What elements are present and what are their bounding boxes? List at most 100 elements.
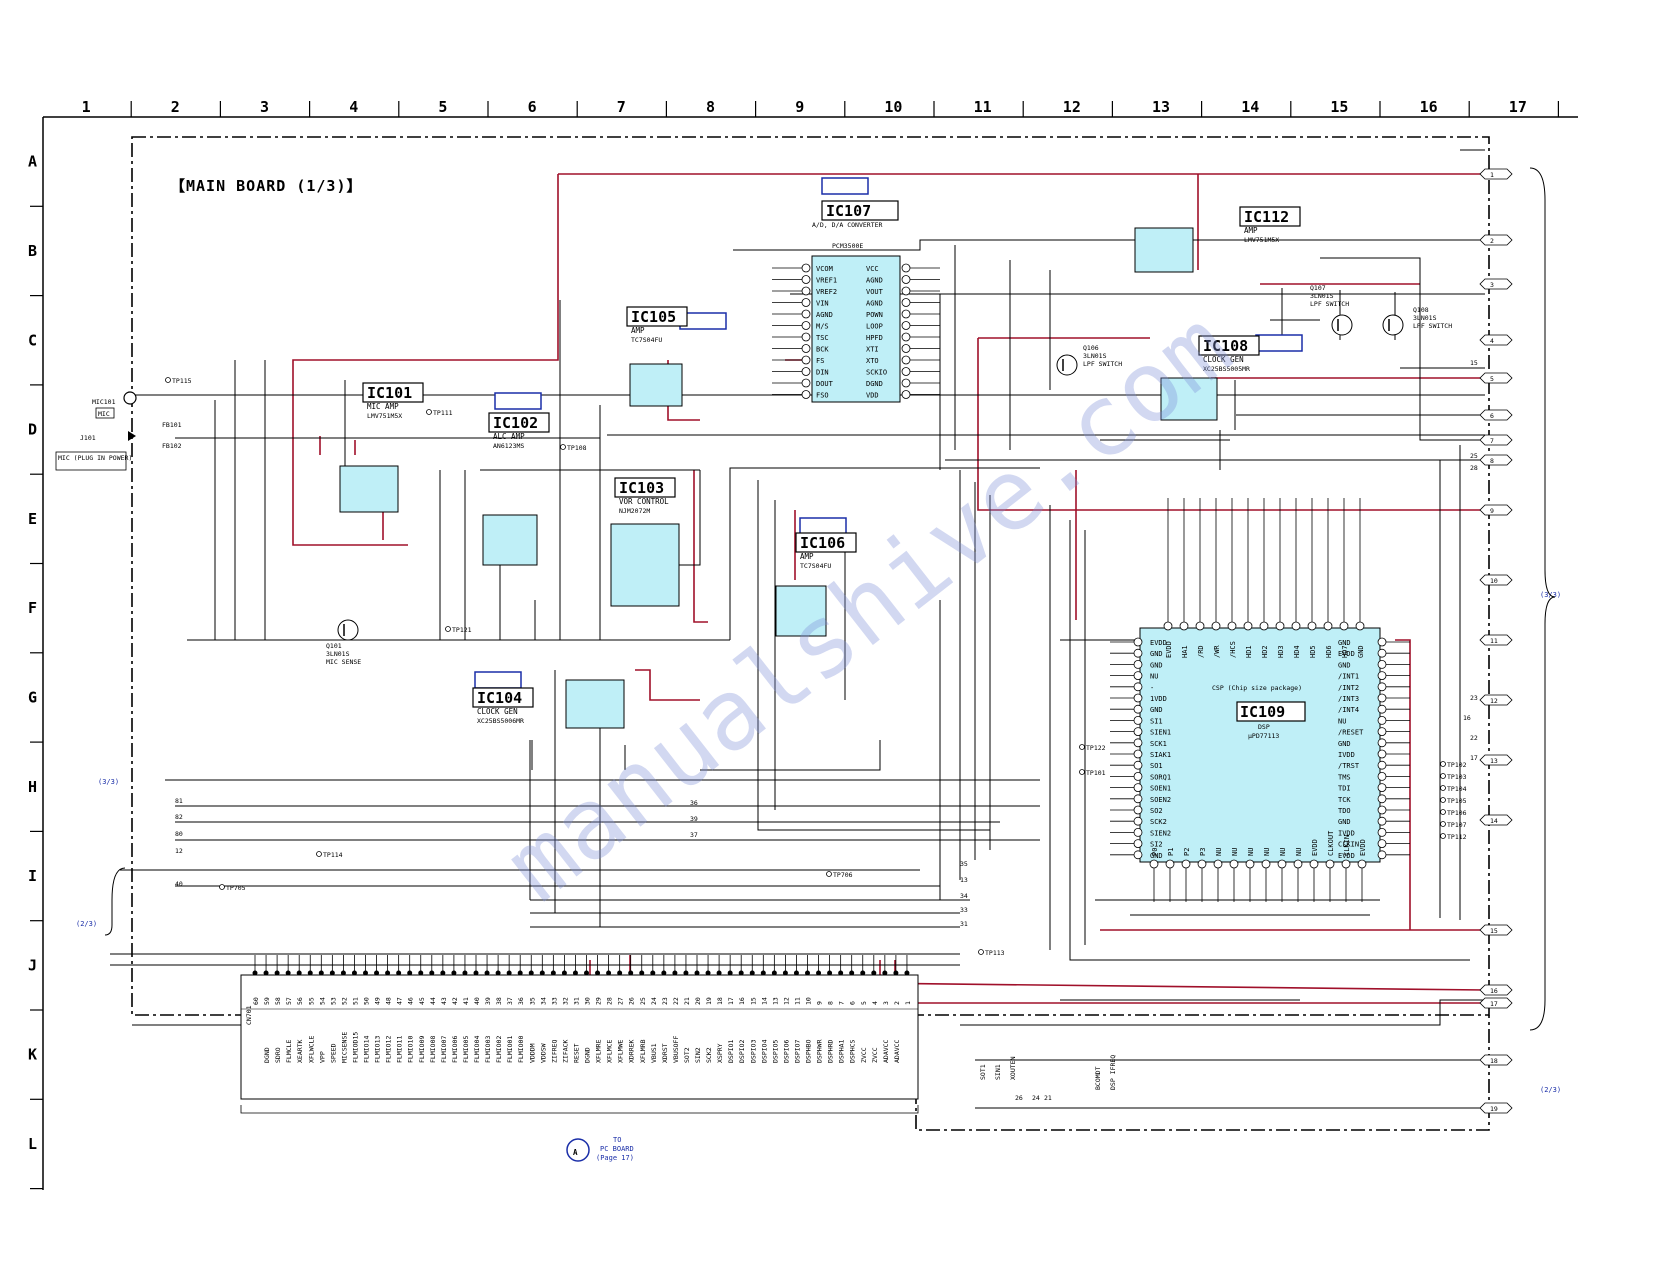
cn701-signal: ADAVCC — [893, 1039, 901, 1063]
off-page-flag — [1479, 694, 1513, 706]
cn701-pin-dot — [760, 970, 766, 976]
cn701-pin-dot — [838, 970, 844, 976]
cn701-pin-dot — [429, 970, 435, 976]
bus-label: 28 — [1470, 464, 1478, 472]
ic-label-box — [795, 532, 857, 553]
ic109-pin-top: EVDD — [1165, 641, 1173, 658]
cn701-pin-dot — [418, 970, 424, 976]
ic109-pin-left: SIAK1 — [1150, 751, 1171, 759]
ic-function-ic104: CLOCK GEN — [477, 707, 518, 716]
ic-function-ic101: MIC AMP — [367, 402, 399, 411]
cn701-signal: XEARTK — [296, 1039, 304, 1063]
ic109-pin-left: SIEN1 — [1150, 729, 1171, 737]
pin-circle — [1307, 621, 1317, 631]
cn701-pin-dot — [550, 970, 556, 976]
cn701-signal: DSPIO7 — [793, 1039, 801, 1063]
j101-tag-box — [55, 451, 127, 471]
cn701-pin-dot — [561, 970, 567, 976]
ic-function-ic108: CLOCK GEN — [1203, 355, 1244, 364]
off-page-flag-number: 1 — [1490, 171, 1494, 179]
mic101-tag-box — [95, 407, 115, 419]
cn701-pin-number: 8 — [827, 1001, 835, 1005]
ic107-pin-left: VREF1 — [816, 277, 837, 285]
cn701-pin-number: 7 — [838, 1001, 846, 1005]
ic109-pin-left: SOEN1 — [1150, 785, 1171, 793]
ic109-pin-left: SI2 — [1150, 841, 1163, 849]
cn701-body — [240, 974, 919, 1100]
board-ref-circle — [566, 1138, 590, 1162]
ic107-pin-left: VIN — [816, 300, 829, 308]
cn701-pin-number: 15 — [749, 997, 757, 1005]
cn701-pin-dot — [606, 970, 612, 976]
cn701-bracket — [240, 1105, 919, 1114]
pin-circle — [1133, 648, 1143, 658]
pin-circle — [1211, 621, 1221, 631]
cn701-pin-number: 6 — [849, 1001, 857, 1005]
row-letter: D — [28, 421, 37, 439]
cn701-pin-dot — [462, 970, 468, 976]
ic109-pin-top: GND — [1357, 645, 1365, 658]
ic107-pin-right: POWN — [866, 311, 883, 319]
ic109-pin-right: TDI — [1338, 785, 1351, 793]
cn701-pin-dot — [738, 970, 744, 976]
ic107-pin-left: AGND — [816, 311, 833, 319]
cn701-pin-number: 2 — [893, 1001, 901, 1005]
pin-circle — [1133, 693, 1143, 703]
cn701-pin-number: 38 — [495, 997, 503, 1005]
pin-circle — [1133, 772, 1143, 781]
cn701-pin-dot — [484, 970, 490, 976]
cn701-pin-dot — [528, 970, 534, 976]
pin-circle — [1377, 727, 1387, 736]
ic-function-ic106: AMP — [800, 552, 814, 561]
cn701-pin-dot — [816, 970, 822, 976]
ic-label-box — [362, 382, 424, 403]
cn701-pin-number: 56 — [296, 997, 304, 1005]
ic109-pin-right: GND — [1338, 639, 1351, 647]
cn701-pin-number: 47 — [396, 997, 404, 1005]
pin-circle — [1133, 749, 1143, 759]
cn701-pin-dot — [672, 970, 678, 976]
cn701-pin-number: 10 — [805, 997, 813, 1005]
pin-circle — [801, 332, 811, 342]
ic-part-ic112: LMV751M5X — [1244, 236, 1279, 244]
pin-circle — [801, 390, 811, 399]
test-point-label: TP101 — [1086, 769, 1106, 777]
cn701-pin-number: 50 — [363, 997, 371, 1005]
cn701-pin-dot — [340, 970, 346, 976]
ic107-pin-left: FS — [816, 357, 824, 365]
ic109-pin-left: SORQ1 — [1150, 773, 1171, 781]
pin-circle — [801, 286, 811, 296]
cn701-pin-number: 57 — [285, 997, 293, 1005]
column-number: 5 — [438, 98, 447, 116]
cn701-pin-number: 49 — [374, 997, 382, 1005]
pin-circle — [901, 309, 911, 319]
transistor-ref: Q106 — [1083, 344, 1099, 352]
off-page-flag — [1479, 234, 1513, 246]
column-number: 11 — [974, 98, 992, 116]
ic-body-ic109 — [1139, 627, 1381, 863]
bus-label: 22 — [1470, 734, 1478, 742]
cn701-pin-number: 43 — [440, 997, 448, 1005]
ic-body-ic104 — [565, 679, 625, 729]
pin-circle — [1133, 727, 1143, 736]
transistor-part: 3LN01S — [1413, 314, 1437, 322]
row-letter: F — [28, 599, 37, 617]
ic109-pin-right: /INT2 — [1338, 684, 1359, 692]
ic109-pin-right: IVDD — [1338, 751, 1355, 759]
bottom-signal-label: DSP IFREQ — [1109, 1055, 1117, 1090]
cn701-pin-dot — [539, 970, 545, 976]
ic-label-ic106: IC106 — [800, 534, 845, 552]
cn701-signal: ZIFACK — [561, 1039, 569, 1063]
ic-label-box — [614, 477, 676, 498]
pin-circle — [801, 298, 811, 307]
cn701-pin-number: 4 — [871, 1001, 879, 1005]
pin-circle — [1377, 794, 1387, 804]
ic109-pin-left: GND — [1150, 706, 1163, 714]
cn701-signal: FLMIO08 — [429, 1036, 437, 1063]
cn701-pin-dot — [351, 970, 357, 976]
ic109-pin-left: SOEN2 — [1150, 796, 1171, 804]
ic109-pin-top: HD5 — [1309, 645, 1317, 658]
ic-label-box — [821, 200, 899, 221]
